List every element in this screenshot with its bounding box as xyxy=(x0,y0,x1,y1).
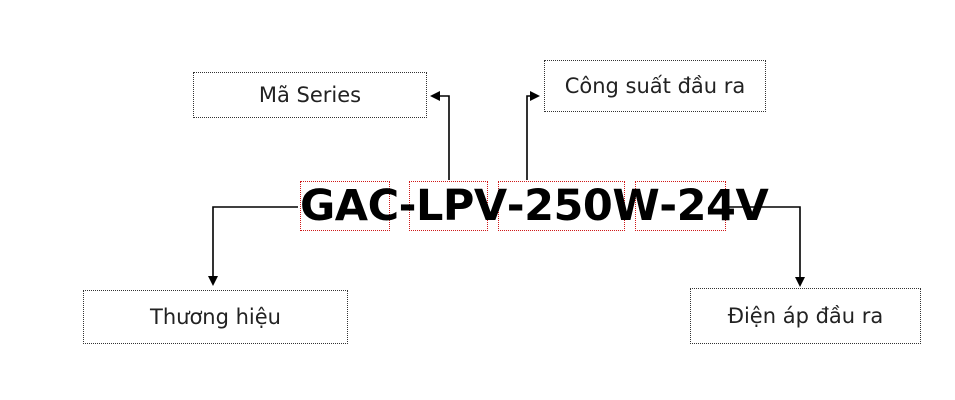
segment-box-power xyxy=(498,181,625,231)
label-voltage: Điện áp đầu ra xyxy=(690,288,921,344)
arrow-series xyxy=(430,91,450,180)
code-series: LPV xyxy=(416,181,507,231)
segment-box-series xyxy=(409,181,488,231)
label-power: Công suất đầu ra xyxy=(544,60,766,112)
label-voltage-text: Điện áp đầu ra xyxy=(727,304,884,328)
label-series-text: Mã Series xyxy=(258,83,362,107)
label-brand: Thương hiệu xyxy=(83,290,348,344)
code-voltage: 24V xyxy=(676,181,769,231)
code-power: 250W xyxy=(524,181,660,231)
arrow-power xyxy=(526,91,540,180)
code-separator: - xyxy=(506,181,525,231)
segment-box-brand xyxy=(300,181,390,231)
code-separator: - xyxy=(398,181,417,231)
arrow-voltage xyxy=(727,206,805,287)
label-series: Mã Series xyxy=(193,72,427,118)
label-power-text: Công suất đầu ra xyxy=(564,74,746,98)
segment-box-voltage xyxy=(635,181,726,231)
arrow-brand xyxy=(208,206,298,286)
label-brand-text: Thương hiệu xyxy=(150,305,281,329)
product-code: GAC - LPV - 250W - 24V xyxy=(300,178,769,234)
code-brand: GAC xyxy=(300,181,399,231)
code-separator: - xyxy=(659,181,677,231)
